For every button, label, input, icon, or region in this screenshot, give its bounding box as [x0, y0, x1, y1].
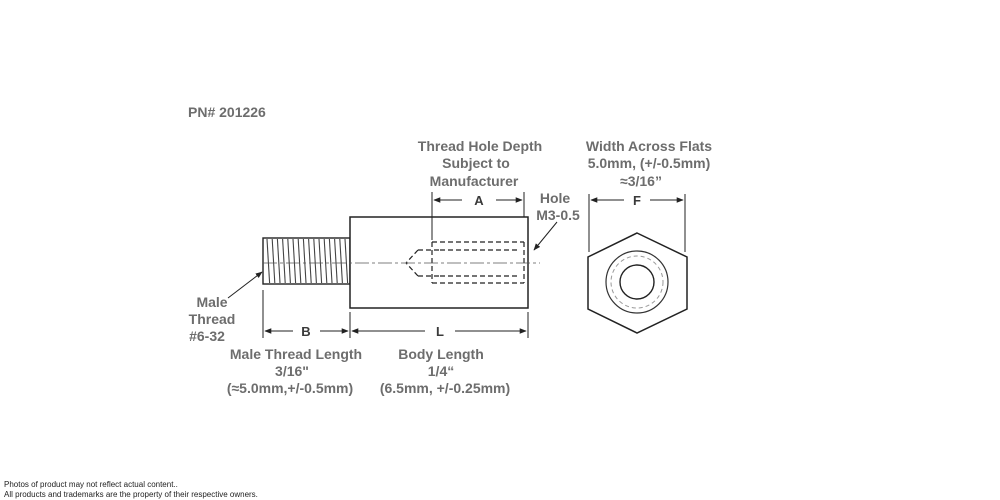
svg-text:M3-0.5: M3-0.5 [536, 207, 580, 223]
threaded-hole-hidden-lines [405, 241, 525, 284]
dimension-a [431, 192, 525, 240]
hex-thread-circle [610, 255, 664, 309]
thread-line [292, 238, 297, 284]
thread-line [344, 238, 349, 284]
thread-line [302, 238, 307, 284]
thread-line [308, 238, 312, 284]
thread-line [271, 238, 276, 284]
svg-text:1/4“: 1/4“ [428, 363, 454, 379]
hex-outer-circle [605, 250, 669, 314]
svg-text:Male: Male [196, 294, 227, 310]
male-thread-label: Male Thread #6-32 [189, 294, 236, 344]
dimension-b-letter: B [301, 324, 310, 339]
hex-outline [587, 232, 688, 334]
svg-text:Hole: Hole [540, 190, 571, 206]
svg-text:3/16": 3/16" [275, 363, 309, 379]
thread-hole-depth-label: Thread Hole Depth Subject to Manufacture… [418, 138, 542, 189]
dimension-l-letter: L [436, 324, 444, 339]
part-number: PN# 201226 [188, 104, 266, 120]
thread-line [318, 238, 323, 284]
thread-line [287, 238, 291, 284]
svg-text:Male Thread Length: Male Thread Length [230, 346, 362, 362]
svg-text:Width Across Flats: Width Across Flats [586, 138, 712, 154]
male-thread-stud [262, 237, 351, 285]
dimension-f [588, 194, 686, 252]
svg-text:Thread: Thread [189, 311, 236, 327]
svg-text:≈3/16”: ≈3/16” [620, 173, 662, 189]
thread-line [276, 238, 281, 284]
thread-line [323, 238, 328, 284]
dimension-a-letter: A [474, 193, 484, 208]
body-length-label: Body Length 1/4“ (6.5mm, +/-0.25mm) [380, 346, 510, 396]
thread-line [328, 238, 333, 284]
male-thread-length-label: Male Thread Length 3/16" (≈5.0mm,+/-0.5m… [227, 346, 362, 396]
svg-text:Subject to: Subject to [442, 155, 510, 171]
hex-end-view [587, 232, 688, 334]
svg-text:#6-32: #6-32 [189, 328, 225, 344]
hole-leader-arrow [533, 221, 558, 251]
hole-label: Hole M3-0.5 [536, 190, 580, 223]
footer-disclaimer-line-1: Photos of product may not reflect actual… [4, 480, 178, 489]
side-view [262, 216, 540, 309]
svg-text:Thread Hole Depth: Thread Hole Depth [418, 138, 542, 154]
spacer-body [349, 216, 529, 309]
footer-disclaimer-line-2: All products and trademarks are the prop… [4, 490, 258, 499]
male-thread-leader-arrow [227, 271, 263, 299]
hex-hole [619, 264, 655, 300]
thread-line [266, 238, 271, 284]
thread-line [334, 238, 338, 284]
thread-line [282, 238, 286, 284]
svg-text:Body Length: Body Length [398, 346, 484, 362]
dimension-f-letter: F [633, 193, 641, 208]
svg-text:(6.5mm, +/-0.25mm): (6.5mm, +/-0.25mm) [380, 380, 510, 396]
svg-text:Manufacturer: Manufacturer [430, 173, 519, 189]
thread-line [313, 238, 317, 284]
svg-text:5.0mm, (+/-0.5mm): 5.0mm, (+/-0.5mm) [588, 155, 711, 171]
thread-line [339, 238, 343, 284]
thread-line [297, 238, 302, 284]
dimension-b-l [262, 290, 529, 338]
width-across-flats-label: Width Across Flats 5.0mm, (+/-0.5mm) ≈3/… [586, 138, 712, 189]
svg-text:(≈5.0mm,+/-0.5mm): (≈5.0mm,+/-0.5mm) [227, 380, 353, 396]
